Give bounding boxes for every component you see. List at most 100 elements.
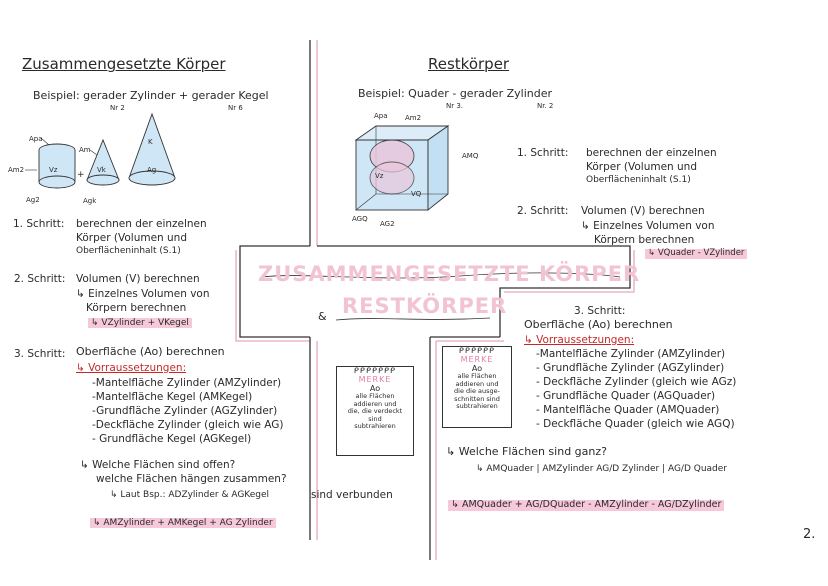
right-step3-line2: - Grundfläche Zylinder (AGZylinder) — [536, 362, 725, 374]
left-label-agk: Agk — [83, 197, 97, 205]
left-step2-line1: Volumen (V) berechnen — [76, 273, 200, 285]
left-label-ag: Ag — [147, 166, 157, 174]
right-step3-line6: - Deckfläche Quader (gleich wie AGQ) — [536, 418, 735, 430]
right-step1-line3: Oberflächeninhalt (S.1) — [586, 175, 691, 185]
right-example-minus: - — [452, 87, 457, 100]
left-label-am: Am — [79, 146, 91, 154]
left-question1: ↳ Welche Flächen sind offen? — [80, 459, 236, 471]
left-step3-label: 3. Schritt: — [14, 348, 66, 360]
left-example-a: gerader Zylinder — [83, 89, 176, 102]
right-step2-line2: ↳ Einzelnes Volumen von — [581, 220, 715, 232]
left-label-ag2: Ag2 — [26, 196, 40, 204]
right-step3-line3: - Deckfläche Zylinder (gleich wie AGz) — [536, 376, 737, 388]
right-step3-line5: - Mantelfläche Quader (AMQuader) — [536, 404, 720, 416]
merke-note-right: ᑭᑭᑭᑭᑭᑭ MERKE Ao alle Flächen addieren un… — [442, 346, 512, 428]
left-step1-label: 1. Schritt: — [13, 218, 65, 230]
right-label-am2: Am2 — [405, 114, 422, 122]
right-step2-line3: Körpern berechnen — [594, 234, 695, 246]
right-question2: ↳ AMQuader | AMZylinder AG/D Zylinder | … — [476, 464, 728, 474]
left-nr-b: Nr 6 — [228, 104, 243, 112]
left-question2: welche Flächen hängen zusammen? — [96, 473, 287, 485]
note-rings: ᑭᑭᑭᑭᑭᑭᑭ — [353, 366, 397, 375]
left-step3-title: Oberfläche (Ao) berechnen — [76, 345, 225, 358]
left-step1-line1: berechnen der einzelnen — [76, 218, 207, 230]
right-step3-label: 3. Schritt: — [574, 305, 626, 317]
left-example: Beispiel: gerader Zylinder + gerader Keg… — [33, 89, 269, 103]
left-title: Zusammengesetzte Körper — [22, 55, 226, 73]
right-final: ↳ AMQuader + AG/DQuader - AMZylinder - A… — [448, 499, 725, 511]
left-example-b: gerader Kegel — [191, 89, 269, 102]
left-step3-line4: -Deckfläche Zylinder (gleich wie AG) — [92, 419, 284, 431]
right-label-ag2: AG2 — [380, 220, 395, 228]
note-right-body2: addieren und — [455, 379, 499, 388]
left-label-vz: Vz — [49, 166, 58, 174]
left-step2-line2: ↳ Einzelnes Volumen von — [76, 288, 210, 300]
note-left-body5: subtrahieren — [354, 422, 396, 431]
left-example-label: Beispiel: — [33, 89, 80, 102]
note-rings-right: ᑭᑭᑭᑭᑭᑭ — [458, 346, 496, 355]
banner-line1: ZUSAMMENGESETZTE KÖRPER — [258, 262, 641, 286]
right-nr-b: Nr. 2 — [537, 102, 554, 110]
left-step1-line3: Oberflächeninhalt (S.1) — [76, 246, 181, 256]
left-label-k: K — [148, 138, 153, 146]
right-example-b: gerader Zylinder — [459, 87, 552, 100]
right-example-a: Quader — [408, 87, 449, 100]
right-label-agq: AGQ — [352, 215, 368, 223]
right-step1-label: 1. Schritt: — [517, 147, 569, 159]
right-label-apa: Apa — [374, 112, 388, 120]
right-step3-line1: -Mantelfläche Zylinder (AMZylinder) — [536, 348, 726, 360]
left-step1-line2: Körper (Volumen und — [76, 232, 187, 244]
note-left-body3: die, die verdeckt — [347, 407, 403, 416]
left-label-vk: Vk — [97, 166, 106, 174]
right-example-label: Beispiel: — [358, 87, 405, 100]
left-example-plus: + — [178, 89, 189, 102]
merke-note-left: ᑭᑭᑭᑭᑭᑭᑭ MERKE Ao alle Flächen addieren u… — [336, 366, 414, 456]
left-step2-result: ↳ VZylinder + VKegel — [88, 318, 192, 329]
cube-cylinder-sketch — [354, 125, 450, 211]
right-step1-line1: berechnen der einzelnen — [586, 147, 717, 159]
note-right-sub: Ao — [471, 364, 483, 374]
right-step1-line2: Körper (Volumen und — [586, 161, 697, 173]
left-step3-line3: -Grundfläche Zylinder (AGZylinder) — [92, 405, 278, 417]
right-step2-label: 2. Schritt: — [517, 205, 569, 217]
note-right-body5: subtrahieren — [456, 402, 498, 411]
left-label-plus: + — [77, 170, 85, 180]
note-right-body4: schnitten sind — [454, 394, 500, 403]
right-nr-a: Nr 3. — [446, 102, 464, 110]
left-step2-label: 2. Schritt: — [14, 273, 66, 285]
right-step2-line1: Volumen (V) berechnen — [581, 205, 705, 217]
cylinder-cone-sketch — [25, 112, 176, 189]
note-left-body1: alle Flächen — [355, 392, 395, 401]
left-step3-line1: -Mantelfläche Zylinder (AMZylinder) — [92, 377, 282, 389]
left-question3: ↳ Laut Bsp.: ADZylinder & AGKegel — [110, 490, 270, 500]
banner-line2: RESTKÖRPER — [342, 294, 508, 318]
note-right-title: MERKE — [460, 355, 494, 364]
left-final: ↳ AMZylinder + AMKegel + AG Zylinder — [90, 518, 276, 529]
note-right-body1: alle Flächen — [457, 372, 497, 381]
right-step3-title: Oberfläche (Ao) berechnen — [524, 318, 673, 331]
note-left-title: MERKE — [358, 375, 392, 384]
right-label-vz: Vz — [375, 172, 384, 180]
right-label-amq: AMQ — [462, 152, 479, 160]
right-example: Beispiel: Quader - gerader Zylinder — [358, 87, 552, 101]
left-step3-red: ↳ Vorraussetzungen: — [76, 362, 187, 374]
left-question3b: sind verbunden — [311, 489, 393, 501]
left-label-am2: Am2 — [8, 166, 25, 174]
banner-amp: & — [318, 310, 327, 323]
right-step2-result: ↳ VQuader - VZylinder — [645, 248, 748, 259]
right-step3-red: ↳ Vorraussetzungen: — [524, 334, 635, 346]
right-question1: ↳ Welche Flächen sind ganz? — [446, 445, 607, 458]
note-right-body3: die die ausge- — [454, 387, 500, 396]
note-left-sub: Ao — [369, 384, 381, 394]
right-title: Restkörper — [428, 55, 510, 73]
note-left-body2: addieren und — [353, 399, 397, 408]
note-left-body4: sind — [368, 414, 382, 423]
left-step3-line2: -Mantelfläche Kegel (AMKegel) — [92, 391, 253, 403]
page-number: 2. — [803, 527, 816, 542]
left-nr-a: Nr 2 — [110, 104, 125, 112]
left-step3-line5: - Grundfläche Kegel (AGKegel) — [92, 433, 252, 445]
left-label-apa: Apa — [29, 135, 43, 143]
right-step3-line4: - Grundfläche Quader (AGQuader) — [536, 390, 716, 402]
left-step2-line3: Körpern berechnen — [86, 302, 187, 314]
